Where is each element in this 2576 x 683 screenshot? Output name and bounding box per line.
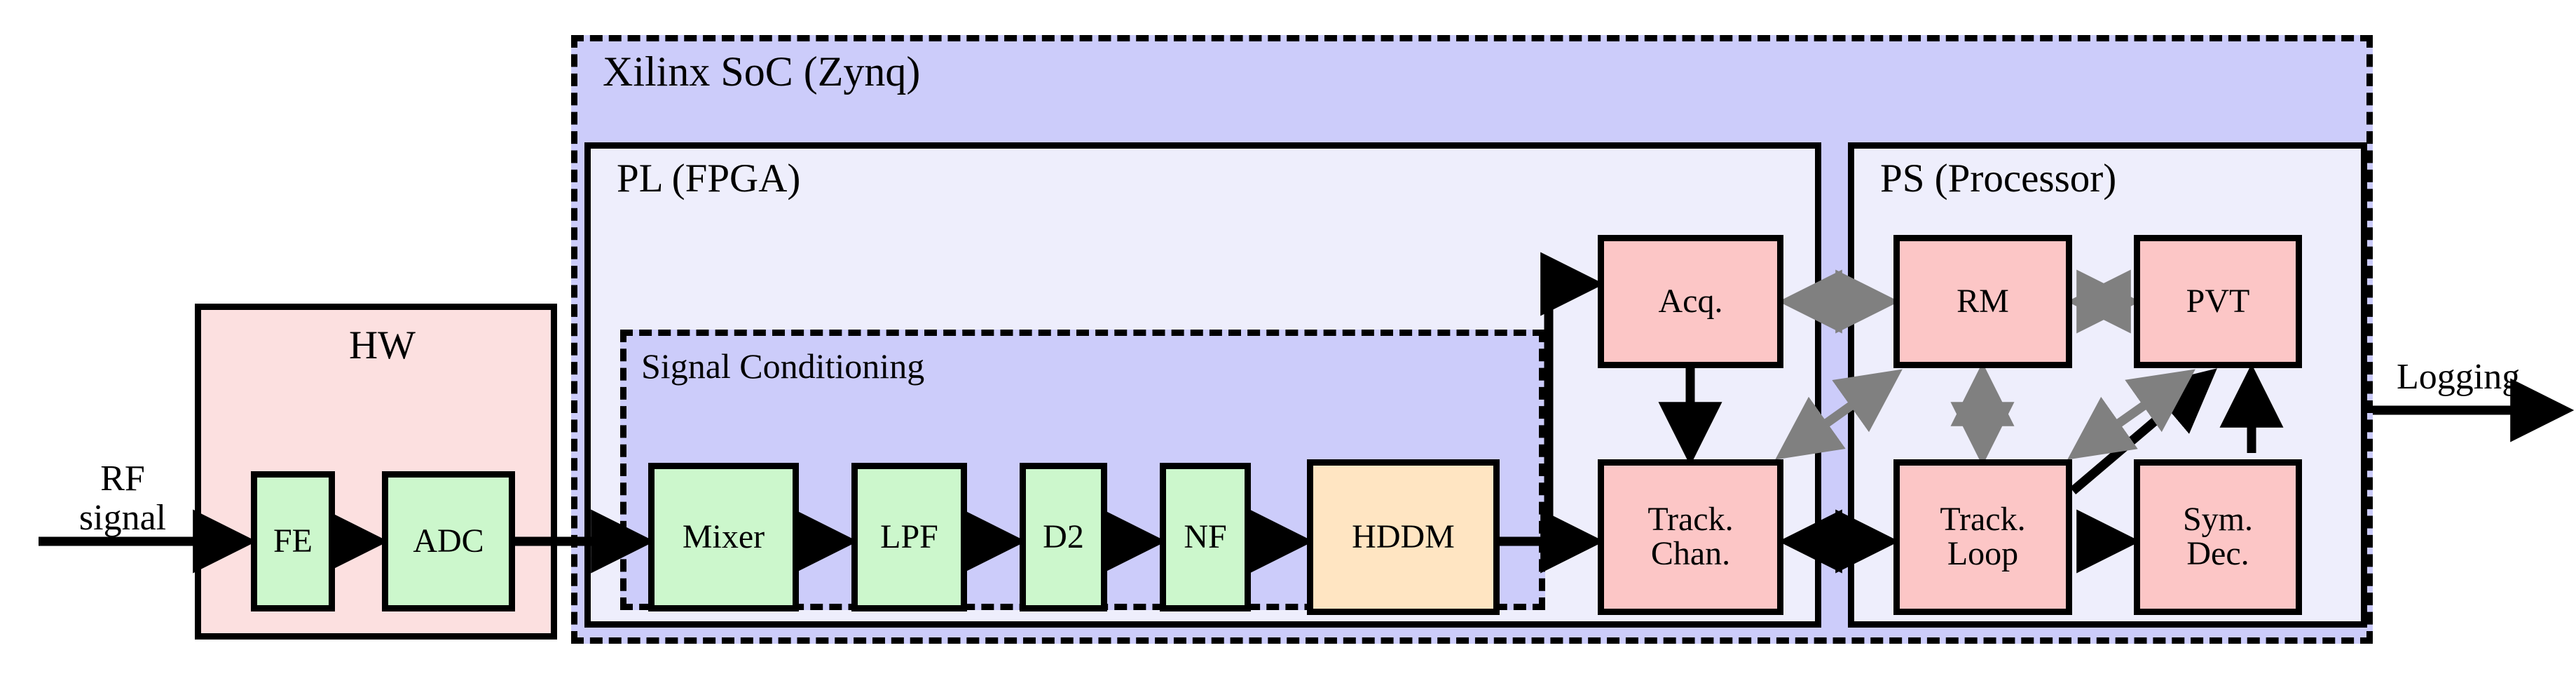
block-d2[interactable]: D2 xyxy=(1020,463,1107,611)
block-fe[interactable]: FE xyxy=(251,471,335,611)
block-mixer[interactable]: Mixer xyxy=(648,463,799,611)
region-label-hw: HW xyxy=(349,323,416,367)
block-track-chan[interactable]: Track. Chan. xyxy=(1598,459,1783,615)
block-sym-dec[interactable]: Sym. Dec. xyxy=(2134,459,2302,615)
block-adc[interactable]: ADC xyxy=(382,471,515,611)
label-rf-signal: RF signal xyxy=(78,459,167,539)
region-label-ps-processor: PS (Processor) xyxy=(1880,156,2117,201)
region-label-pl-fpga: PL (FPGA) xyxy=(617,156,801,201)
block-nf[interactable]: NF xyxy=(1160,463,1251,611)
block-track-loop[interactable]: Track. Loop xyxy=(1893,459,2072,615)
block-hddm[interactable]: HDDM xyxy=(1307,459,1500,615)
block-acq[interactable]: Acq. xyxy=(1598,235,1783,368)
block-pvt[interactable]: PVT xyxy=(2134,235,2302,368)
region-label-xilinx-soc: Xilinx SoC (Zynq) xyxy=(603,48,921,95)
region-label-signal-conditioning: Signal Conditioning xyxy=(641,346,925,386)
label-logging: Logging xyxy=(2397,357,2521,397)
block-rm[interactable]: RM xyxy=(1893,235,2072,368)
block-lpf[interactable]: LPF xyxy=(851,463,967,611)
